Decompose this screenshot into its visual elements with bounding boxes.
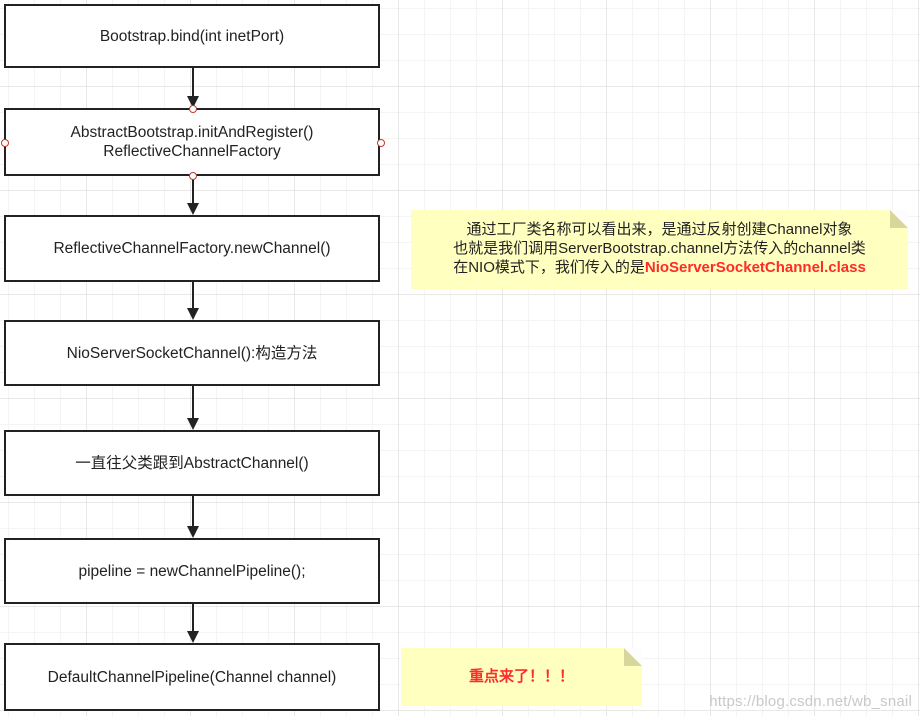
connector-arrow <box>192 386 194 418</box>
factory-note: 通过工厂类名称可以看出来，是通过反射创建Channel对象 也就是我们调用Ser… <box>411 210 908 289</box>
connector-arrow <box>192 604 194 631</box>
connection-point-handle-bottom[interactable] <box>189 172 197 180</box>
step-label: AbstractBootstrap.initAndRegister() <box>70 124 314 141</box>
note-fold-corner-icon <box>624 648 642 666</box>
arrowhead-icon <box>187 418 199 430</box>
step-label: pipeline = newChannelPipeline(); <box>78 562 306 580</box>
flow-step-default-pipeline: DefaultChannelPipeline(Channel channel) <box>4 643 380 711</box>
note-line: 也就是我们调用ServerBootstrap.channel方法传入的chann… <box>453 240 866 257</box>
step-label: ReflectiveChannelFactory.newChannel() <box>53 240 331 257</box>
flow-step-nio-constructor: NioServerSocketChannel():构造方法 <box>4 320 380 386</box>
highlighted-class-name: NioServerSocketChannel.class <box>644 259 866 276</box>
arrowhead-icon <box>187 203 199 215</box>
step-label: 一直往父类跟到AbstractChannel() <box>75 454 309 472</box>
arrowhead-icon <box>187 526 199 538</box>
step-label: Bootstrap.bind(int inetPort) <box>99 27 285 45</box>
watermark: https://blog.csdn.net/wb_snail <box>709 693 912 710</box>
step-label: NioServerSocketChannel():构造方法 <box>66 344 318 362</box>
note-line: 在NIO模式下，我们传入的是NioServerSocketChannel.cla… <box>411 258 908 277</box>
note-line-prefix: 在NIO模式下，我们传入的是 <box>453 259 645 276</box>
connector-arrow <box>192 176 194 203</box>
step-label-secondary: ReflectiveChannelFactory <box>103 143 281 160</box>
connector-arrow <box>192 496 194 526</box>
flow-step-init-and-register[interactable]: AbstractBootstrap.initAndRegister() Refl… <box>4 108 380 176</box>
note-emphasis-text: 重点来了！！！ <box>468 668 574 685</box>
arrowhead-icon <box>187 308 199 320</box>
pipeline-note: 重点来了！！！ <box>401 648 642 706</box>
flow-step-new-pipeline: pipeline = newChannelPipeline(); <box>4 538 380 604</box>
note-fold-corner-icon <box>890 210 908 228</box>
connection-point-handle-top[interactable] <box>189 105 197 113</box>
connection-point-handle-left[interactable] <box>1 139 9 147</box>
connector-arrow <box>192 282 194 308</box>
step-label: DefaultChannelPipeline(Channel channel) <box>47 668 337 686</box>
connection-point-handle-right[interactable] <box>377 139 385 147</box>
arrowhead-icon <box>187 631 199 643</box>
connector-arrow <box>192 68 194 96</box>
flow-step-abstract-channel: 一直往父类跟到AbstractChannel() <box>4 430 380 496</box>
note-line: 通过工厂类名称可以看出来，是通过反射创建Channel对象 <box>466 221 853 238</box>
flow-step-new-channel: ReflectiveChannelFactory.newChannel() <box>4 215 380 282</box>
flow-step-bootstrap-bind: Bootstrap.bind(int inetPort) <box>4 4 380 68</box>
